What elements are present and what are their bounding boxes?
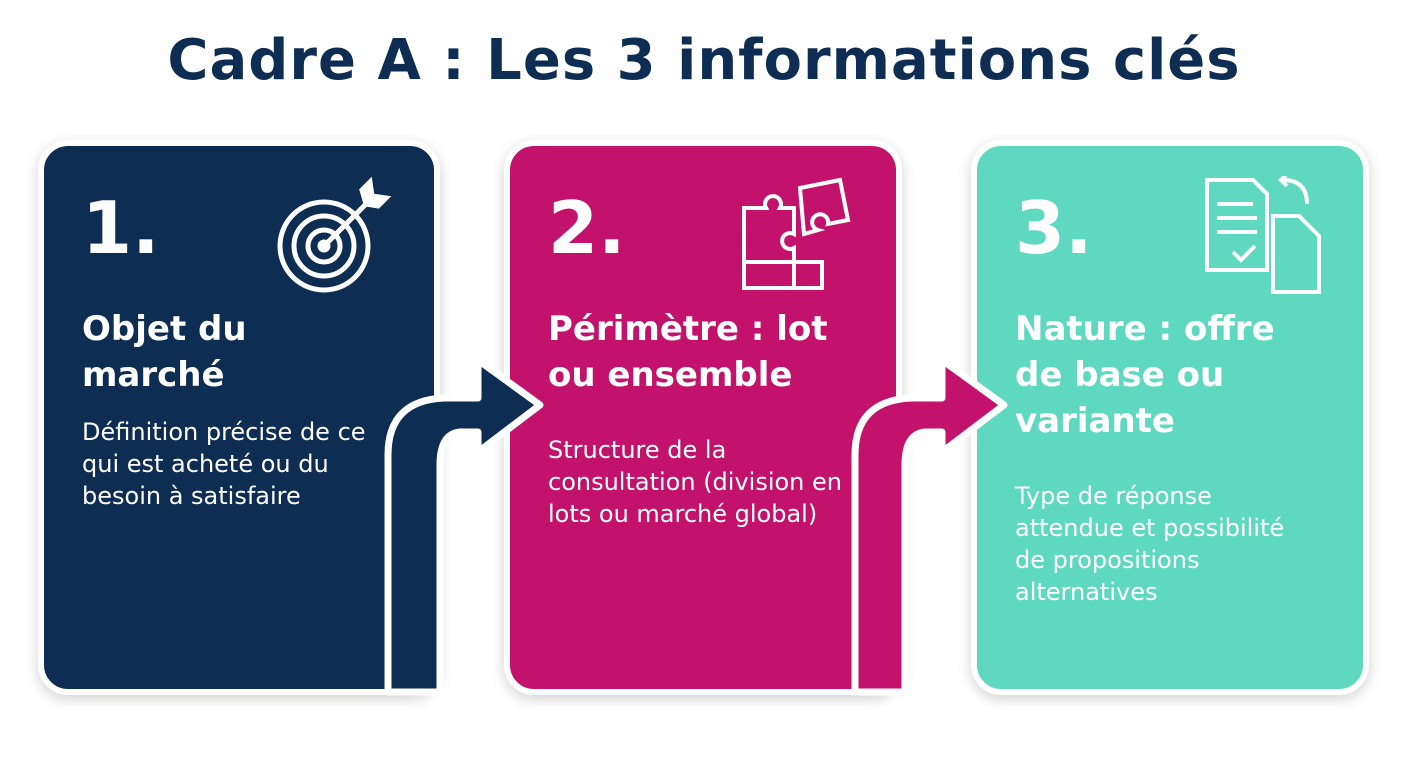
card-nature: 3. Nature : offre de base ou variante Ty… (971, 140, 1369, 695)
card-description: Type de réponse attendue et possibilité … (1015, 482, 1285, 606)
arrow-1-to-2 (384, 356, 544, 696)
card-heading: Nature : offre de base ou variante (1015, 309, 1275, 441)
documents-icon (1205, 176, 1321, 294)
card-number: 2. (548, 186, 626, 270)
card-description: Structure de la consultation (division e… (548, 436, 842, 528)
card-objet: 1. Objet du marché Définition précise de… (38, 140, 440, 695)
target-icon (277, 176, 392, 293)
card-description: Définition précise de ce qui est acheté … (82, 418, 366, 510)
card-heading: Périmètre : lot ou ensemble (548, 309, 828, 395)
puzzle-icon (742, 177, 851, 290)
page-title: Cadre A : Les 3 informations clés (167, 28, 1241, 93)
card-number: 1. (82, 186, 160, 270)
arrow-2-to-3 (851, 356, 1008, 696)
card-number: 3. (1015, 186, 1093, 270)
card-heading: Objet du marché (82, 309, 247, 395)
